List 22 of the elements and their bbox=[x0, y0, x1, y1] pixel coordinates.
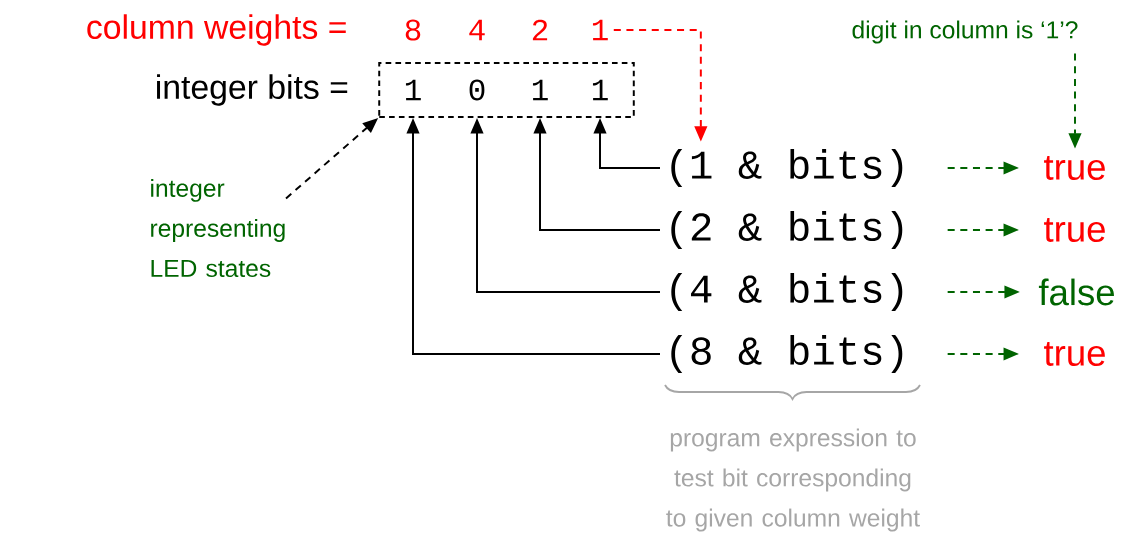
weight-digit: 2 bbox=[532, 19, 548, 41]
weight-digit: 8 bbox=[405, 19, 421, 41]
code-expression: (1 & bits) bbox=[671, 149, 903, 187]
annotation-text: digit in column is ‘1’? bbox=[852, 20, 1078, 44]
weight-digit: 4 bbox=[469, 19, 485, 41]
result-text: true bbox=[1044, 218, 1105, 242]
caption-text: program expression to test bit corresponding to given column weight bbox=[666, 428, 920, 532]
result-text: false bbox=[1038, 278, 1114, 306]
code-expression: (8 & bits) bbox=[671, 335, 903, 373]
bit-digit: 1 bbox=[405, 79, 421, 101]
heading-text: column weights = bbox=[87, 14, 346, 46]
weight-digit: 1 bbox=[592, 19, 608, 41]
code-expression: (2 & bits) bbox=[671, 211, 903, 249]
bit-digit: 0 bbox=[469, 79, 485, 101]
dashed-box bbox=[378, 62, 635, 118]
bit-digit: 1 bbox=[592, 79, 608, 101]
heading-text: integer bits = bbox=[157, 74, 348, 106]
code-expression: (4 & bits) bbox=[671, 273, 903, 311]
bit-digit: 1 bbox=[532, 79, 548, 101]
annotation-text: integer representing LED states bbox=[151, 178, 285, 278]
result-text: true bbox=[1044, 342, 1105, 366]
result-text: true bbox=[1044, 156, 1105, 180]
